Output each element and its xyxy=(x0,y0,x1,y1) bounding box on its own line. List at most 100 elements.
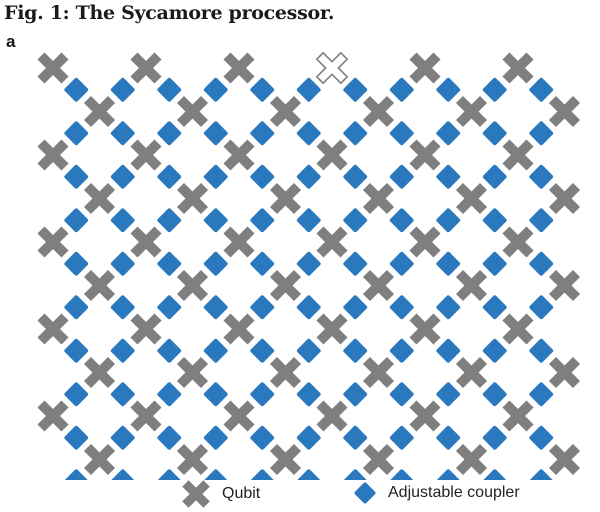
qubit xyxy=(455,443,488,476)
qubit xyxy=(269,182,302,215)
adjustable-coupler xyxy=(203,251,228,276)
adjustable-coupler xyxy=(64,382,89,407)
adjustable-coupler xyxy=(389,425,414,450)
processor-diagram xyxy=(37,51,581,480)
adjustable-coupler xyxy=(64,251,89,276)
couplers-layer xyxy=(64,77,554,480)
qubit xyxy=(269,95,302,128)
qubit xyxy=(362,182,395,215)
adjustable-coupler xyxy=(343,77,368,102)
adjustable-coupler xyxy=(482,295,507,320)
adjustable-coupler xyxy=(436,382,461,407)
adjustable-coupler xyxy=(343,295,368,320)
qubit xyxy=(502,226,534,258)
adjustable-coupler xyxy=(389,164,414,189)
qubit xyxy=(548,182,581,215)
adjustable-coupler xyxy=(203,469,228,480)
adjustable-coupler xyxy=(110,77,135,102)
adjustable-coupler xyxy=(482,469,507,480)
adjustable-coupler xyxy=(157,295,182,320)
qubit xyxy=(316,226,348,258)
adjustable-coupler xyxy=(436,77,461,102)
adjustable-coupler xyxy=(110,425,135,450)
adjustable-coupler xyxy=(343,338,368,363)
adjustable-coupler xyxy=(64,208,89,233)
adjustable-coupler xyxy=(157,338,182,363)
adjustable-coupler xyxy=(529,382,554,407)
adjustable-coupler xyxy=(343,121,368,146)
adjustable-coupler xyxy=(436,469,461,480)
adjustable-coupler xyxy=(436,164,461,189)
adjustable-coupler xyxy=(343,469,368,480)
adjustable-coupler xyxy=(482,382,507,407)
adjustable-coupler xyxy=(250,251,275,276)
adjustable-coupler xyxy=(296,338,321,363)
adjustable-coupler xyxy=(250,164,275,189)
qubit xyxy=(269,269,302,302)
adjustable-coupler xyxy=(64,77,89,102)
qubit xyxy=(130,52,162,84)
adjustable-coupler xyxy=(529,295,554,320)
figure-title: Fig. 1: The Sycamore processor. xyxy=(4,2,335,24)
qubit xyxy=(362,269,395,302)
adjustable-coupler xyxy=(389,121,414,146)
adjustable-coupler xyxy=(296,164,321,189)
qubit xyxy=(130,139,162,171)
adjustable-coupler xyxy=(157,164,182,189)
adjustable-coupler xyxy=(110,338,135,363)
adjustable-coupler xyxy=(482,338,507,363)
adjustable-coupler xyxy=(296,425,321,450)
qubit xyxy=(176,443,209,476)
adjustable-coupler xyxy=(343,208,368,233)
adjustable-coupler xyxy=(64,164,89,189)
qubit xyxy=(548,95,581,128)
adjustable-coupler xyxy=(482,164,507,189)
adjustable-coupler xyxy=(389,338,414,363)
qubit xyxy=(316,313,348,345)
adjustable-coupler xyxy=(529,469,554,480)
qubit xyxy=(176,182,209,215)
adjustable-coupler xyxy=(64,295,89,320)
qubit xyxy=(362,356,395,389)
adjustable-coupler xyxy=(250,208,275,233)
qubits-layer xyxy=(37,51,581,476)
qubit xyxy=(223,313,255,345)
qubit xyxy=(176,356,209,389)
adjustable-coupler xyxy=(436,425,461,450)
qubit xyxy=(37,226,69,258)
adjustable-coupler xyxy=(110,251,135,276)
qubit xyxy=(502,313,534,345)
adjustable-coupler xyxy=(110,469,135,480)
qubit xyxy=(548,443,581,476)
adjustable-coupler xyxy=(157,121,182,146)
legend-coupler-label: Adjustable coupler xyxy=(388,484,520,501)
qubit xyxy=(455,182,488,215)
qubit xyxy=(409,139,441,171)
adjustable-coupler xyxy=(64,469,89,480)
qubit xyxy=(316,139,348,171)
adjustable-coupler xyxy=(64,338,89,363)
qubit xyxy=(130,400,162,432)
qubit xyxy=(269,443,302,476)
adjustable-coupler xyxy=(389,77,414,102)
missing-qubit xyxy=(315,51,349,85)
legend-coupler: Adjustable coupler xyxy=(350,478,520,508)
adjustable-coupler xyxy=(389,251,414,276)
adjustable-coupler xyxy=(110,121,135,146)
coupler-legend-icon xyxy=(354,482,376,504)
qubit xyxy=(37,400,69,432)
qubit xyxy=(223,52,255,84)
adjustable-coupler xyxy=(529,251,554,276)
qubit xyxy=(83,182,116,215)
adjustable-coupler xyxy=(482,425,507,450)
adjustable-coupler xyxy=(203,338,228,363)
adjustable-coupler xyxy=(203,208,228,233)
adjustable-coupler xyxy=(250,121,275,146)
qubit xyxy=(502,139,534,171)
panel-label: a xyxy=(6,32,16,51)
qubit xyxy=(409,226,441,258)
adjustable-coupler xyxy=(436,208,461,233)
adjustable-coupler xyxy=(157,425,182,450)
qubit xyxy=(362,95,395,128)
qubit xyxy=(130,313,162,345)
